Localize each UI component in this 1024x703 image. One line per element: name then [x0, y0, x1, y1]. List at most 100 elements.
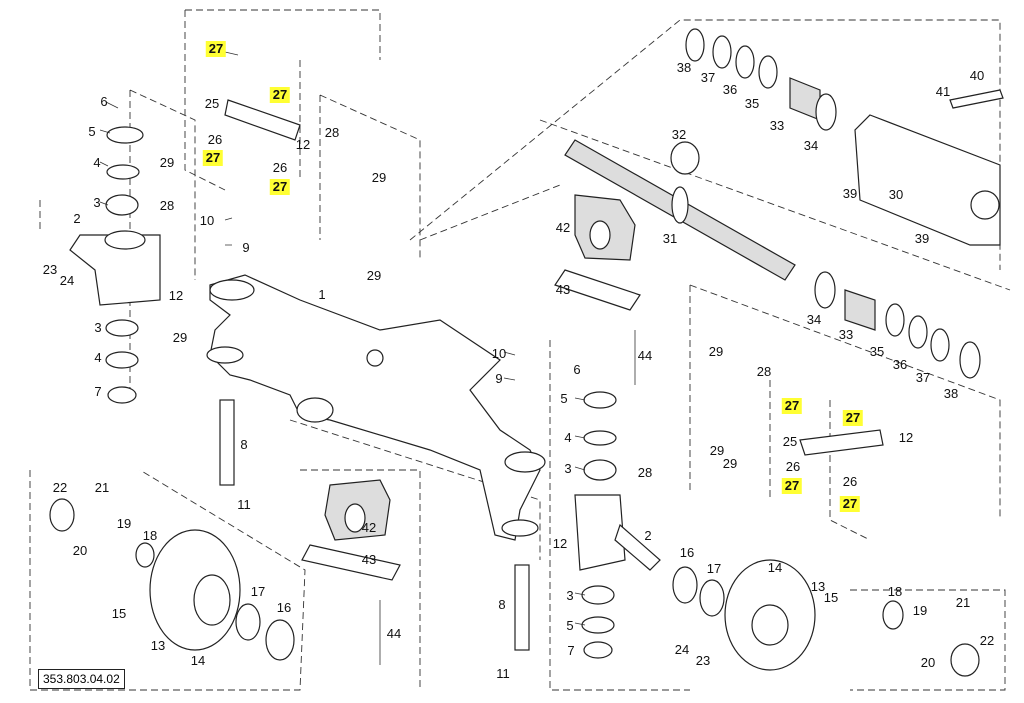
callout-number: 15	[111, 606, 127, 621]
callout-number: 28	[637, 465, 653, 480]
callout-number: 13	[150, 638, 166, 653]
callout-number: 19	[116, 516, 132, 531]
callout-number: 14	[190, 653, 206, 668]
callout-number: 30	[888, 187, 904, 202]
callout-number: 34	[803, 138, 819, 153]
callout-number: 25	[782, 434, 798, 449]
callout-number: 42	[361, 520, 377, 535]
callout-number: 10	[491, 346, 507, 361]
callout-number: 12	[552, 536, 568, 551]
callout-number: 44	[386, 626, 402, 641]
callout-number: 22	[52, 480, 68, 495]
callout-number: 34	[806, 312, 822, 327]
callout-number: 44	[637, 348, 653, 363]
callout-highlighted: 27	[781, 398, 803, 414]
callout-number: 16	[276, 600, 292, 615]
callout-number: 12	[898, 430, 914, 445]
callout-number: 41	[935, 84, 951, 99]
callout-number: 28	[756, 364, 772, 379]
callout-number: 17	[250, 584, 266, 599]
callout-number: 13	[810, 579, 826, 594]
callout-number: 14	[767, 560, 783, 575]
callout-number: 35	[869, 344, 885, 359]
callout-number: 5	[560, 391, 568, 406]
seal-rings	[670, 28, 981, 379]
callout-number: 26	[207, 132, 223, 147]
rubber-blocks	[301, 194, 641, 665]
callout-number: 3	[93, 195, 101, 210]
callout-number: 3	[566, 588, 574, 603]
callout-number: 1	[318, 287, 326, 302]
callout-number: 18	[142, 528, 158, 543]
callout-number: 3	[564, 461, 572, 476]
callout-number: 29	[708, 344, 724, 359]
callout-number: 25	[204, 96, 220, 111]
wheel-hubs	[49, 498, 980, 677]
callout-number: 37	[700, 70, 716, 85]
leader-lines	[99, 51, 586, 626]
callout-number: 29	[709, 443, 725, 458]
callout-number: 29	[172, 330, 188, 345]
callout-number: 2	[73, 211, 81, 226]
callout-number: 16	[679, 545, 695, 560]
callout-highlighted: 27	[269, 87, 291, 103]
dashed-guides	[29, 9, 1011, 691]
callout-highlighted: 27	[839, 496, 861, 512]
callout-highlighted: 27	[781, 478, 803, 494]
callout-number: 22	[979, 633, 995, 648]
callout-number: 26	[842, 474, 858, 489]
callout-number: 15	[823, 590, 839, 605]
callout-number: 24	[674, 642, 690, 657]
callout-number: 11	[237, 497, 251, 512]
callout-number: 38	[676, 60, 692, 75]
callout-number: 21	[94, 480, 110, 495]
callout-number: 23	[695, 653, 711, 668]
callout-highlighted: 27	[205, 41, 227, 57]
callout-number: 43	[555, 282, 571, 297]
callout-number: 23	[42, 262, 58, 277]
callout-number: 42	[555, 220, 571, 235]
callout-number: 29	[371, 170, 387, 185]
callout-number: 35	[744, 96, 760, 111]
callout-number: 4	[94, 350, 102, 365]
callout-number: 9	[242, 240, 250, 255]
callout-number: 7	[567, 643, 575, 658]
callout-number: 3	[94, 320, 102, 335]
callout-number: 31	[662, 231, 678, 246]
callout-number: 21	[955, 595, 971, 610]
callout-number: 4	[564, 430, 572, 445]
callout-number: 12	[295, 137, 311, 152]
callout-number: 10	[199, 213, 215, 228]
callout-highlighted: 27	[202, 150, 224, 166]
callout-number: 5	[88, 124, 96, 139]
callout-number: 24	[59, 273, 75, 288]
callout-number: 26	[785, 459, 801, 474]
callout-number: 28	[324, 125, 340, 140]
callout-highlighted: 27	[842, 410, 864, 426]
callout-number: 20	[920, 655, 936, 670]
callout-number: 29	[722, 456, 738, 471]
callout-number: 6	[100, 94, 108, 109]
callout-number: 43	[361, 552, 377, 567]
callout-number: 29	[159, 155, 175, 170]
callout-number: 29	[366, 268, 382, 283]
callout-number: 37	[915, 370, 931, 385]
callout-highlighted: 27	[269, 179, 291, 195]
callout-number: 7	[94, 384, 102, 399]
callout-number: 2	[644, 528, 652, 543]
callout-number: 11	[496, 666, 510, 681]
callout-number: 40	[969, 68, 985, 83]
callout-number: 28	[159, 198, 175, 213]
steering-knuckles	[69, 99, 884, 659]
callout-number: 33	[838, 327, 854, 342]
callout-number: 36	[722, 82, 738, 97]
callout-number: 20	[72, 543, 88, 558]
axle-housing	[206, 274, 546, 541]
callout-number: 39	[842, 186, 858, 201]
steering-cylinder	[564, 89, 1004, 281]
callout-number: 39	[914, 231, 930, 246]
callout-number: 6	[573, 362, 581, 377]
callout-number: 4	[93, 155, 101, 170]
